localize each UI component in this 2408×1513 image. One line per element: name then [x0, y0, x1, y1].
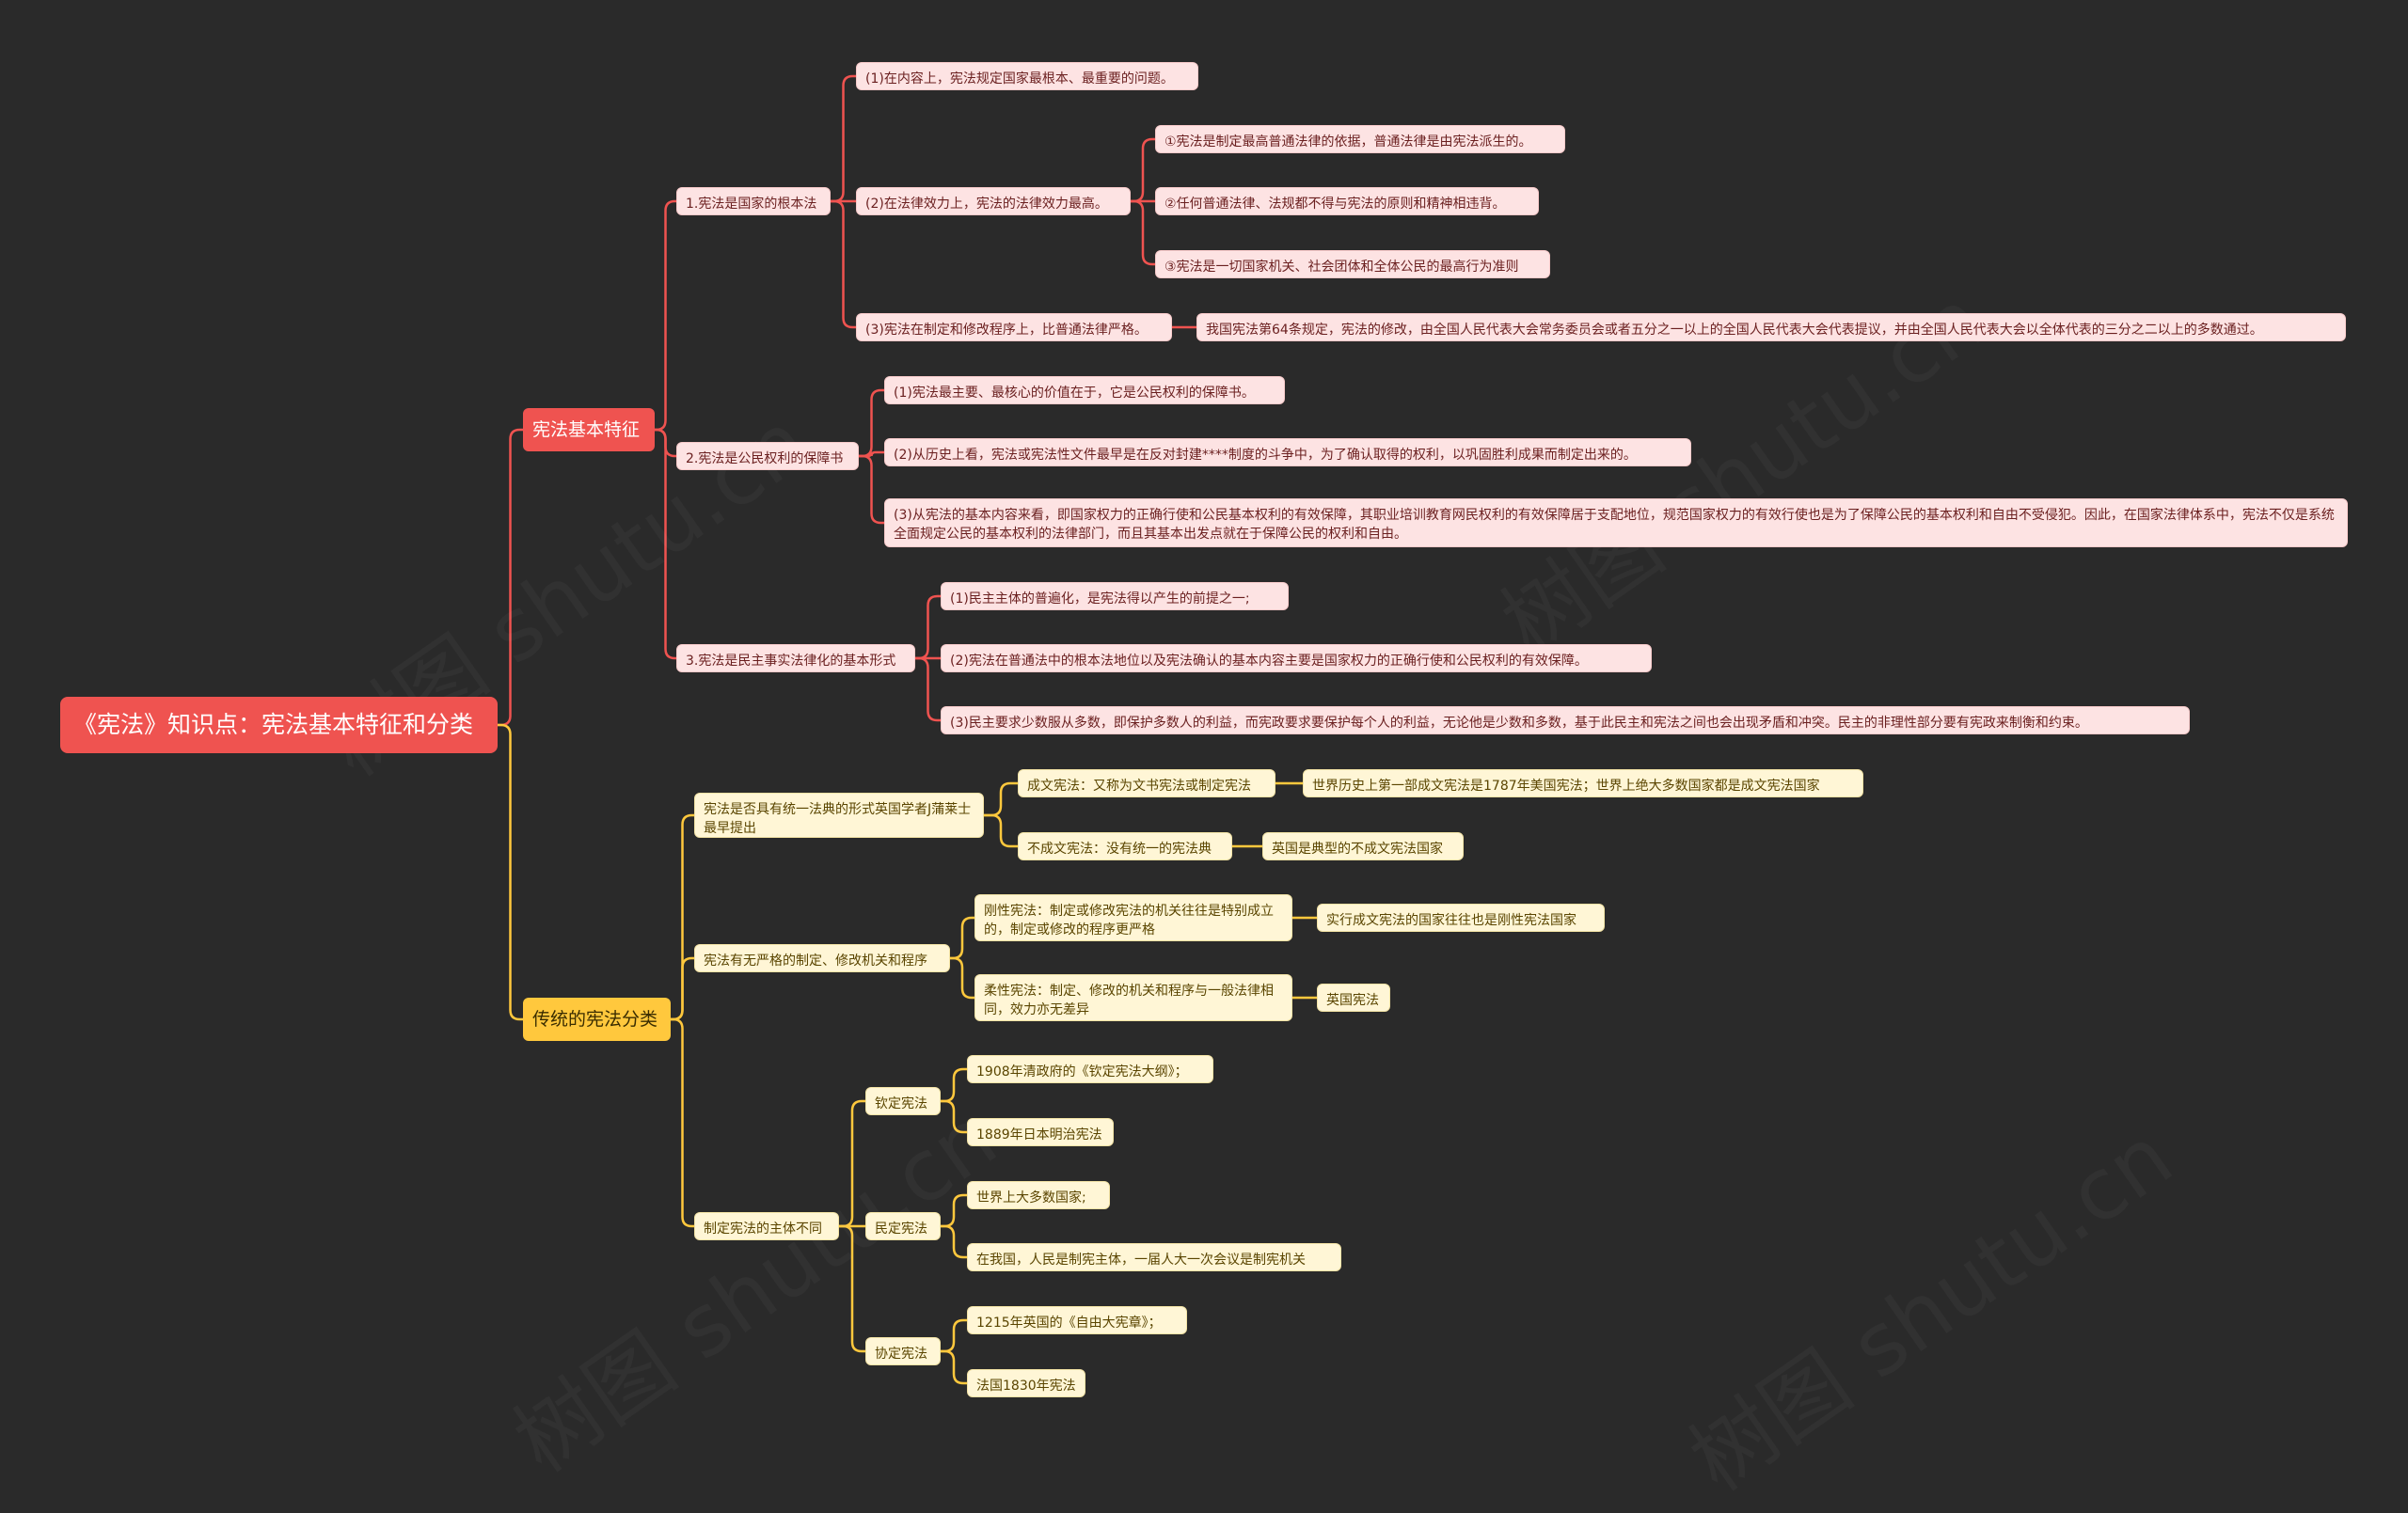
connector-lines: [498, 74, 1317, 1385]
node-written-detail[interactable]: 世界历史上第一部成文宪法是1787年美国宪法；世界上绝大多数国家都是成文宪法国家: [1303, 769, 1863, 797]
connector-line: [671, 1017, 694, 1228]
node-democracy-legalization[interactable]: 3.宪法是民主事实法律化的基本形式: [676, 644, 915, 672]
branch-constitution-classification[interactable]: 传统的宪法分类: [523, 998, 671, 1041]
node-imperial-constitution[interactable]: 钦定宪法: [865, 1087, 941, 1115]
node-flexible-detail[interactable]: 英国宪法: [1317, 984, 1390, 1012]
node-supreme-legal-effect[interactable]: (2)在法律效力上，宪法的法律效力最高。: [856, 187, 1131, 215]
connector-line: [831, 74, 856, 203]
node-rights-content[interactable]: (3)从宪法的基本内容来看，即国家权力的正确行使和公民基本权利的有效保障，其职业…: [884, 498, 2348, 547]
node-flexible-constitution[interactable]: 柔性宪法：制定、修改的机关和程序与一般法律相同，效力亦无差异: [974, 974, 1292, 1021]
connector-line: [839, 1224, 865, 1353]
node-democracy-conflict[interactable]: (3)民主要求少数服从多数，即保护多数人的利益，而宪政要求要保护每个人的利益，无…: [941, 706, 2190, 734]
node-agreed-magna-carta[interactable]: 1215年英国的《自由大宪章》；: [967, 1306, 1187, 1334]
node-unwritten-constitution[interactable]: 不成文宪法：没有统一的宪法典: [1018, 832, 1232, 860]
connector-line: [859, 454, 884, 525]
connector-line: [941, 1099, 967, 1134]
node-agreed-constitution[interactable]: 协定宪法: [865, 1337, 941, 1365]
node-rights-guarantee[interactable]: 2.宪法是公民权利的保障书: [676, 442, 859, 470]
connector-line: [655, 428, 676, 660]
node-popular-most[interactable]: 世界上大多数国家;: [967, 1181, 1110, 1209]
connector-line: [915, 594, 941, 660]
node-rights-history[interactable]: (2)从历史上看，宪法或宪法性文件最早是在反对封建****制度的斗争中，为了确认…: [884, 438, 1691, 466]
node-rigid-detail[interactable]: 实行成文宪法的国家往往也是刚性宪法国家: [1317, 904, 1605, 932]
node-codified-form[interactable]: 宪法是否具有统一法典的形式英国学者J蒲莱士最早提出: [694, 793, 984, 838]
connector-line: [655, 199, 676, 432]
branch-constitution-features[interactable]: 宪法基本特征: [523, 408, 655, 451]
connector-line: [1131, 199, 1155, 266]
connector-line: [831, 199, 856, 329]
node-written-constitution[interactable]: 成文宪法：又称为文书宪法或制定宪法: [1018, 769, 1275, 797]
node-popular-china[interactable]: 在我国，人民是制宪主体，一届人大一次会议是制宪机关: [967, 1243, 1341, 1271]
node-imperial-meiji[interactable]: 1889年日本明治宪法: [967, 1118, 1114, 1146]
connector-line: [941, 1224, 967, 1259]
node-unwritten-detail[interactable]: 英国是典型的不成文宪法国家: [1262, 832, 1464, 860]
root-topic[interactable]: 《宪法》知识点：宪法基本特征和分类: [60, 697, 498, 753]
connector-line: [950, 956, 974, 1000]
connector-line: [671, 956, 694, 1021]
connector-line: [941, 1318, 967, 1353]
node-effect-supreme-norm[interactable]: ③宪法是一切国家机关、社会团体和全体公民的最高行为准则: [1155, 250, 1550, 278]
node-popular-constitution[interactable]: 民定宪法: [865, 1212, 941, 1240]
connector-line: [498, 723, 523, 1021]
connector-line: [1131, 137, 1155, 203]
connector-line: [950, 916, 974, 960]
node-democracy-universal[interactable]: (1)民主主体的普遍化，是宪法得以产生的前提之一;: [941, 582, 1289, 610]
node-agreed-france[interactable]: 法国1830年宪法: [967, 1369, 1085, 1397]
connector-line: [498, 428, 523, 727]
node-strict-procedure[interactable]: (3)宪法在制定和修改程序上，比普通法律严格。: [856, 313, 1172, 341]
connector-line: [839, 1099, 865, 1228]
node-effect-basis[interactable]: ①宪法是制定最高普通法律的依据，普通法律是由宪法派生的。: [1155, 125, 1565, 153]
connector-line: [915, 656, 941, 722]
connector-line: [941, 1067, 967, 1103]
node-rigidity[interactable]: 宪法有无严格的制定、修改机关和程序: [694, 944, 950, 972]
connector-line: [859, 388, 884, 458]
node-rigid-constitution[interactable]: 刚性宪法：制定或修改宪法的机关往往是特别成立的，制定或修改的程序更严格: [974, 894, 1292, 941]
node-imperial-qing[interactable]: 1908年清政府的《钦定宪法大纲》；: [967, 1055, 1213, 1083]
node-effect-no-conflict[interactable]: ②任何普通法律、法规都不得与宪法的原则和精神相违背。: [1155, 187, 1539, 215]
node-enacting-subject[interactable]: 制定宪法的主体不同: [694, 1212, 839, 1240]
node-rights-core-value[interactable]: (1)宪法最主要、最核心的价值在于，它是公民权利的保障书。: [884, 376, 1285, 404]
connector-line: [984, 781, 1018, 817]
connector-line: [941, 1193, 967, 1228]
connector-line: [859, 450, 884, 458]
node-article-64[interactable]: 我国宪法第64条规定，宪法的修改，由全国人民代表大会常务委员会或者五分之一以上的…: [1196, 313, 2346, 341]
node-democracy-status[interactable]: (2)宪法在普通法中的根本法地位以及宪法确认的基本内容主要是国家权力的正确行使和…: [941, 644, 1652, 672]
connector-line: [984, 813, 1018, 848]
node-content-fundamental[interactable]: (1)在内容上，宪法规定国家最根本、最重要的问题。: [856, 62, 1198, 90]
node-fundamental-law[interactable]: 1.宪法是国家的根本法: [676, 187, 831, 215]
connector-line: [941, 1349, 967, 1385]
mindmap-canvas: 树图 shutu.cn 树图 shutu.cn 树图 shutu.cn 树图 s…: [60, 62, 2348, 1397]
